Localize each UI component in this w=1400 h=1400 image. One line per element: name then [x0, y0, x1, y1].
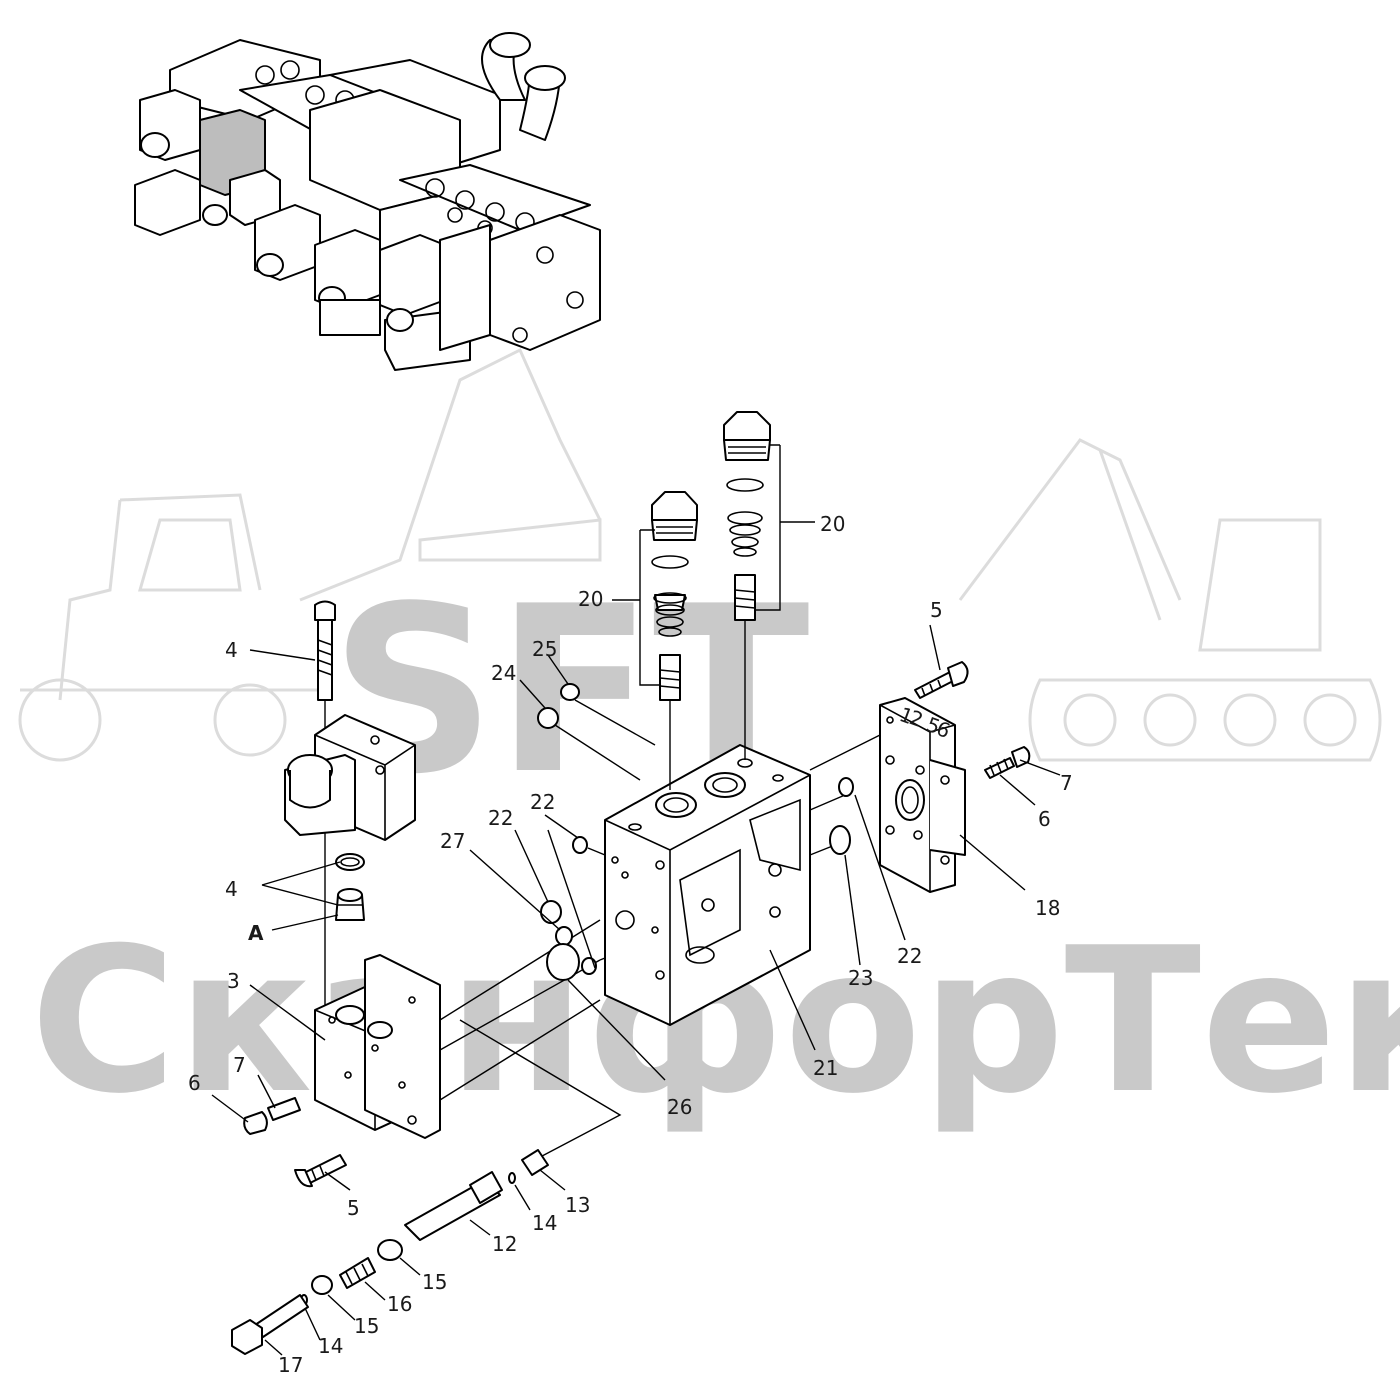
callout-16: 16 [387, 1292, 412, 1316]
callout-12: 12 [492, 1232, 517, 1256]
callout-15-bottom: 15 [354, 1314, 379, 1338]
spring-7-left [267, 1097, 301, 1121]
callout-25: 25 [532, 637, 557, 661]
callout-5-top: 5 [930, 598, 943, 622]
callout-6-left: 6 [188, 1071, 201, 1095]
callout-4-top: 4 [225, 638, 238, 662]
o-ring-27 [555, 926, 573, 946]
callout-22-mid: 22 [488, 806, 513, 830]
callout-15-top: 15 [422, 1270, 447, 1294]
callout-14-top: 14 [532, 1211, 557, 1235]
callout-24: 24 [491, 661, 516, 685]
relief-cartridge-20-right [723, 411, 815, 760]
o-ring-25 [560, 683, 580, 701]
plug-6-7-right [984, 746, 1031, 779]
watermark-excavator-right [958, 438, 1382, 762]
callout-labels: 20 20 5 4 25 24 7 6 22 22 27 18 4 A 23 2… [188, 512, 1073, 1377]
callout-7-left: 7 [233, 1053, 246, 1077]
callout-23: 23 [848, 966, 873, 990]
o-ring-23 [829, 825, 851, 855]
callout-18: 18 [1035, 896, 1060, 920]
callout-4-bottom: 4 [225, 877, 238, 901]
callout-6-right: 6 [1038, 807, 1051, 831]
o-ring-22-mid [540, 900, 562, 924]
end-plate-18: 1 2 5 6 [809, 697, 966, 893]
relief-cartridge-20-left [612, 491, 698, 790]
o-ring-26 [546, 943, 580, 981]
callout-14-bottom: 14 [318, 1334, 343, 1358]
spring-16 [339, 1257, 376, 1289]
seat-15-bottom [311, 1275, 333, 1295]
o-ring-24 [537, 707, 559, 729]
callout-7-right: 7 [1060, 771, 1073, 795]
o-ring-22-top [572, 836, 588, 854]
callout-20-left: 20 [578, 587, 603, 611]
callout-5-bottom: 5 [347, 1196, 360, 1220]
seat-15-top [377, 1239, 403, 1261]
ring-14-top [508, 1172, 516, 1184]
plug-6-left [243, 1111, 268, 1135]
callout-26: 26 [667, 1095, 692, 1119]
callout-22-top: 22 [530, 790, 555, 814]
callout-20-right: 20 [820, 512, 845, 536]
o-ring-4 [335, 853, 365, 871]
callout-13: 13 [565, 1193, 590, 1217]
valve-body-21 [604, 744, 811, 1026]
cap-13 [521, 1149, 549, 1176]
spool-parts [231, 1019, 622, 1355]
callout-21: 21 [813, 1056, 838, 1080]
callout-A: A [248, 921, 264, 945]
valve-bank-assembly-overview [134, 32, 601, 371]
watermark: SFT СканфорТек [18, 347, 1400, 1138]
solenoid-coil-assembly [284, 600, 416, 1010]
bolt-5-top [914, 661, 969, 699]
callout-17: 17 [278, 1353, 303, 1377]
callout-3: 3 [227, 969, 240, 993]
leader-lines [211, 624, 1061, 1356]
o-ring-22-right [838, 777, 854, 797]
valve-body-3 [314, 919, 601, 1139]
callout-27: 27 [440, 829, 465, 853]
watermark-tractor-left [18, 347, 602, 762]
callout-22-right: 22 [897, 944, 922, 968]
